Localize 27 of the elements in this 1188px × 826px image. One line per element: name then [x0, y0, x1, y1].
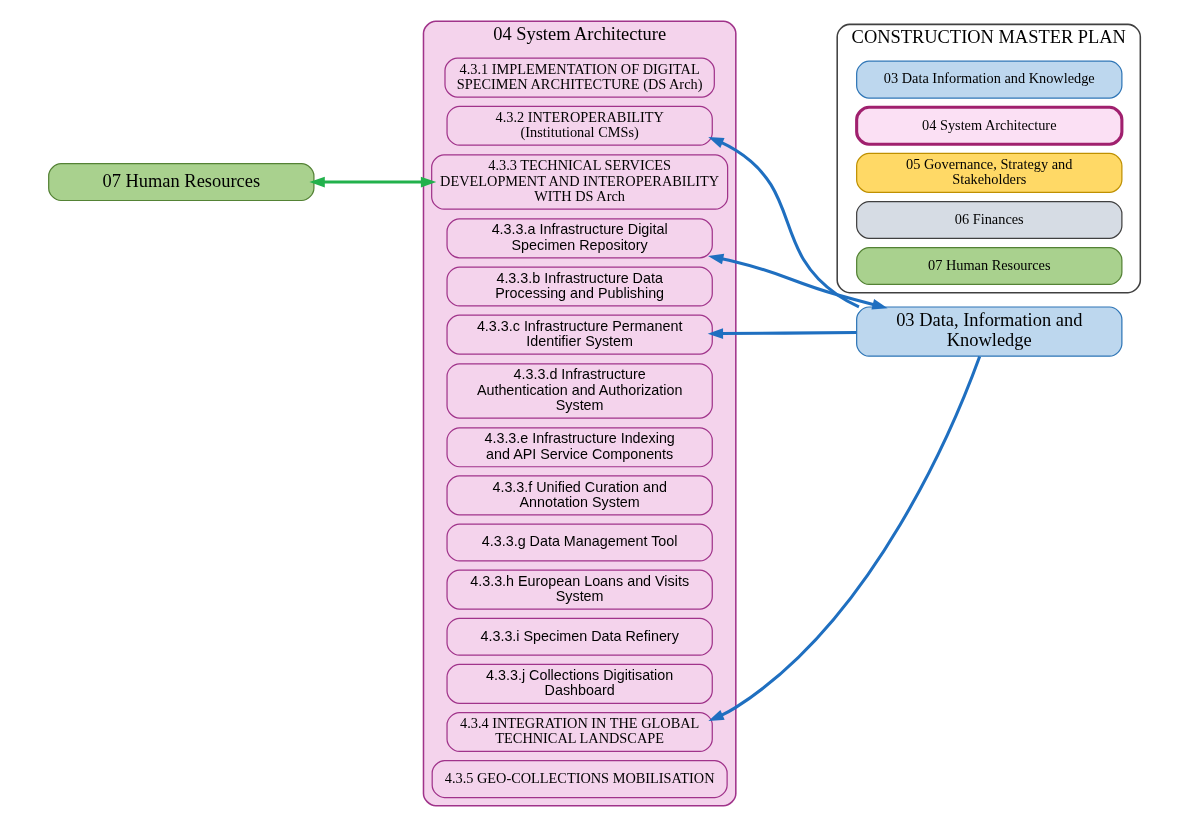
node-box: 07 Human Resources: [47, 162, 315, 201]
arrow: [308, 176, 436, 187]
node-box: 4.3.3.a Infrastructure Digital Specimen Repository: [445, 217, 713, 258]
arrow: [707, 253, 888, 310]
node-box: 4.3.3.i Specimen Data Refinery: [445, 617, 713, 656]
node-box: 4.3.2 INTEROPERABILITY (Institutional CMSs): [445, 105, 713, 146]
node-box: 4.3.3.g Data Management Tool: [445, 523, 713, 562]
arrow: [707, 136, 860, 308]
node-box: 4.3.3 TECHNICAL SERVICES DEVELOPMENT AND INTEROPERABILITY WITH DS Arch: [430, 153, 728, 210]
arrow: [707, 327, 856, 339]
node-box: 4.3.3.f Unified Curation and Annotation System: [445, 474, 713, 515]
arrow: [707, 355, 981, 721]
node-box: 4.3.3.h European Loans and Visits System: [445, 569, 713, 610]
node-box: 06 Finances: [855, 200, 1122, 239]
node-box: 4.3.3.d Infrastructure Authentication and Authorization System: [445, 362, 713, 419]
node-box: 4.3.3.b Infrastructure Data Processing and Publishing: [445, 265, 713, 307]
node-box: 4.3.5 GEO-COLLECTIONS MOBILISATION: [431, 759, 728, 798]
node-box: 4.3.1 IMPLEMENTATION OF DIGITAL SPECIMEN ARCHITECTURE (DS Arch): [443, 57, 715, 98]
node-box: 4.3.3.e Infrastructure Indexing and API Service Components: [445, 426, 713, 467]
node-box: 04 System Architecture: [854, 105, 1123, 146]
node-box: 4.3.3.c Infrastructure Permanent Identifier System: [445, 314, 713, 355]
node-box: 03 Data Information and Knowledge: [855, 60, 1122, 99]
node-box: 03 Data, Information and Knowledge: [855, 305, 1122, 357]
node-box: 4.3.3.j Collections Digitisation Dashboard: [445, 663, 713, 704]
node-box: 05 Governance, Strategy and Stakeholders: [855, 152, 1122, 193]
node-box: 4.3.4 INTEGRATION IN THE GLOBAL TECHNICAL LANDSCAPE: [445, 711, 713, 752]
node-box: 07 Human Resources: [855, 246, 1122, 285]
